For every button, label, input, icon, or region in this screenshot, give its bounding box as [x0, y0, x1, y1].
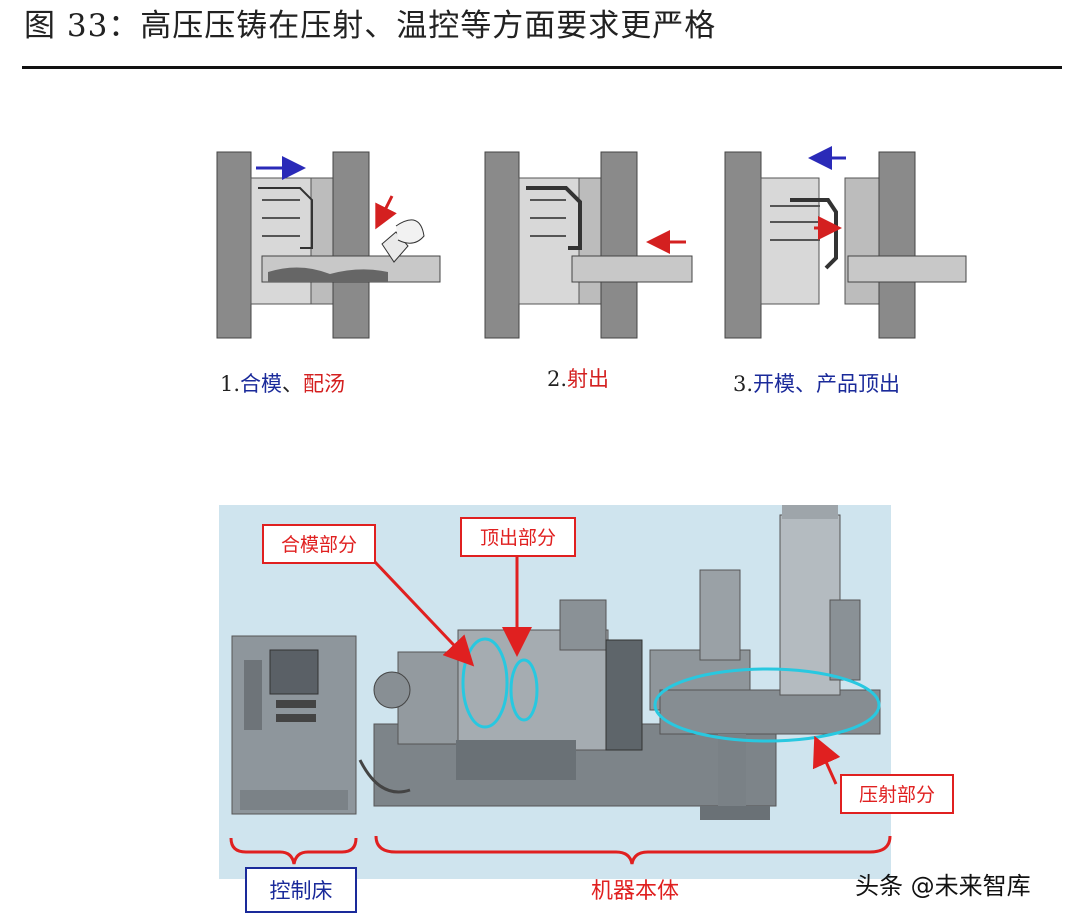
step3-label: 3.开模、产品顶出	[733, 372, 900, 396]
clamp-ring	[461, 637, 509, 729]
step3-diagram	[724, 146, 967, 339]
svg-text:压射部分: 压射部分	[859, 784, 935, 806]
brace-body	[374, 835, 892, 865]
svg-text:顶出部分: 顶出部分	[480, 527, 556, 549]
svg-text:控制床: 控制床	[270, 879, 333, 903]
step1-diagram	[216, 151, 441, 339]
brace-control	[229, 837, 358, 865]
step2-diagram	[484, 151, 693, 339]
title-rule	[22, 66, 1062, 69]
watermark: 头条 @未来智库	[855, 872, 1031, 900]
inject-ring	[653, 667, 881, 743]
step1-label: 1.合模、配汤	[220, 372, 345, 396]
figure-title: 图 33：高压压铸在压射、温控等方面要求更严格	[24, 8, 717, 44]
label-body: 机器本体	[591, 879, 679, 904]
machine-photo	[219, 505, 891, 879]
callout-clamp: 合模部分	[262, 524, 376, 564]
eject-ring	[509, 658, 539, 722]
svg-text:合模部分: 合模部分	[281, 534, 357, 556]
step2-label: 2.射出	[547, 367, 609, 391]
callout-inject: 压射部分	[840, 774, 954, 814]
label-control: 控制床	[245, 867, 357, 913]
arrow-inject	[812, 735, 841, 785]
arrow-clamp	[373, 560, 475, 667]
callout-eject: 顶出部分	[460, 517, 576, 557]
